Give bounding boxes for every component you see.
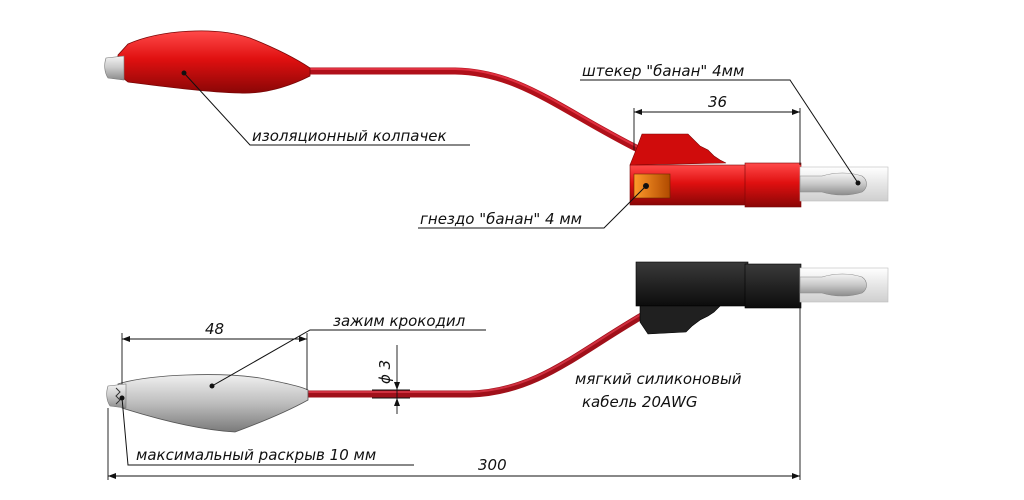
bottom-plug-pin xyxy=(799,273,867,297)
label-insulation-cap: изоляционный колпачек xyxy=(252,127,447,145)
label-cable-line1: мягкий силиконовый xyxy=(575,370,742,388)
label-banana-socket: гнездо "банан" 4 мм xyxy=(420,210,582,228)
dim-total-length: 300 xyxy=(478,456,507,474)
dim-clip-length: 48 xyxy=(205,320,224,338)
label-banana-plug: штекер "банан" 4мм xyxy=(582,62,744,80)
dimension-lines xyxy=(107,108,801,480)
bottom-cable-highlight xyxy=(300,307,653,393)
banana-socket-shape xyxy=(629,133,802,208)
label-alligator-clip: зажим крокодил xyxy=(333,312,466,330)
leader-lines xyxy=(121,72,859,466)
label-cable-line2: кабель 20AWG xyxy=(582,393,697,411)
top-plug-pin xyxy=(799,172,867,196)
black-plug-shape xyxy=(635,261,802,335)
insulation-cap-shape xyxy=(104,30,311,94)
bottom-assembly xyxy=(106,261,889,433)
alligator-clip-shape xyxy=(106,374,309,433)
bottom-cable xyxy=(296,306,656,398)
top-assembly xyxy=(104,30,889,208)
top-cable xyxy=(296,67,644,154)
dim-plug-length: 36 xyxy=(708,93,727,111)
label-max-opening: максимальный раскрыв 10 мм xyxy=(136,446,376,464)
dim-cable-diameter: ϕ 3 xyxy=(376,360,394,384)
top-cable-highlight xyxy=(300,68,641,149)
